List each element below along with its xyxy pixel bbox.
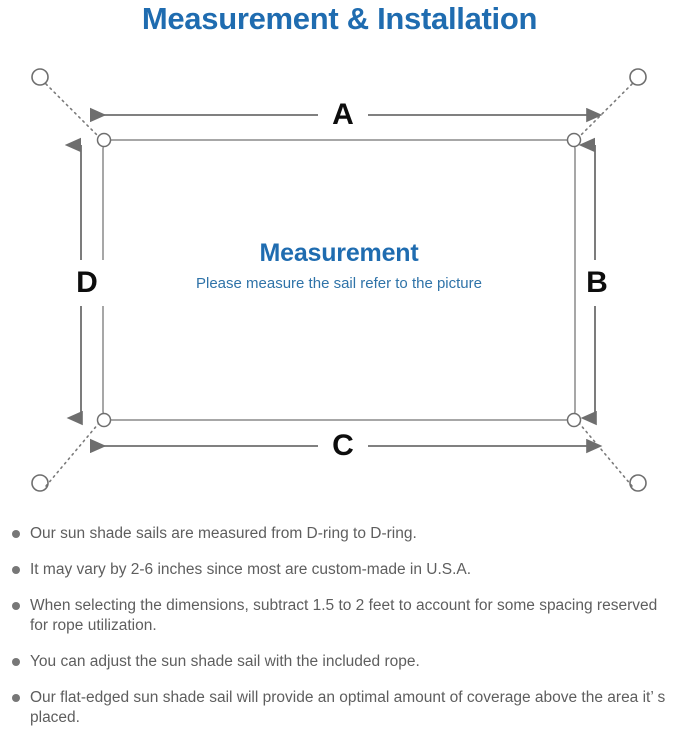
bullet-icon xyxy=(12,658,20,666)
dimension-label-d: D xyxy=(68,260,106,306)
bullet-icon xyxy=(12,602,20,610)
notes-list: Our sun shade sails are measured from D-… xyxy=(0,524,679,744)
bullet-icon xyxy=(12,566,20,574)
anchor-ring-top-left xyxy=(31,68,49,86)
rope-bottom-left xyxy=(45,422,100,487)
sail-rectangle xyxy=(102,139,576,421)
note-text: Our sun shade sails are measured from D-… xyxy=(30,525,417,542)
list-item: When selecting the dimensions, subtract … xyxy=(0,596,679,636)
anchor-ring-bottom-right xyxy=(629,474,647,492)
note-text: It may vary by 2-6 inches since most are… xyxy=(30,561,472,578)
note-text: When selecting the dimensions, subtract … xyxy=(30,597,658,634)
rope-bottom-right xyxy=(578,422,633,487)
list-item: Our sun shade sails are measured from D-… xyxy=(0,524,679,544)
sail-d-rings xyxy=(96,132,582,428)
anchor-rings xyxy=(31,68,647,492)
rope-top-left xyxy=(45,83,100,138)
rope-lines xyxy=(45,83,633,487)
d-ring-bottom-right xyxy=(566,412,582,428)
note-text: Our flat-edged sun shade sail will provi… xyxy=(30,689,666,726)
page-title: Measurement & Installation xyxy=(141,1,538,36)
d-ring-top-left xyxy=(96,132,112,148)
list-item: You can adjust the sun shade sail with t… xyxy=(0,652,679,672)
rope-top-right xyxy=(578,83,633,138)
note-text: You can adjust the sun shade sail with t… xyxy=(30,653,420,670)
dimension-label-b: B xyxy=(578,260,616,306)
anchor-ring-bottom-left xyxy=(31,474,49,492)
d-ring-top-right xyxy=(566,132,582,148)
anchor-ring-top-right xyxy=(629,68,647,86)
bullet-icon xyxy=(12,530,20,538)
list-item: Our flat-edged sun shade sail will provi… xyxy=(0,688,679,728)
sail-measurement-diagram: A B C D Measurement Please measure the s… xyxy=(0,50,679,510)
bullet-icon xyxy=(12,694,20,702)
diagram-canvas xyxy=(31,68,647,492)
list-item: It may vary by 2-6 inches since most are… xyxy=(0,560,679,580)
d-ring-bottom-left xyxy=(96,412,112,428)
dimension-label-c: C xyxy=(318,429,368,463)
dimension-label-a: A xyxy=(318,98,368,132)
